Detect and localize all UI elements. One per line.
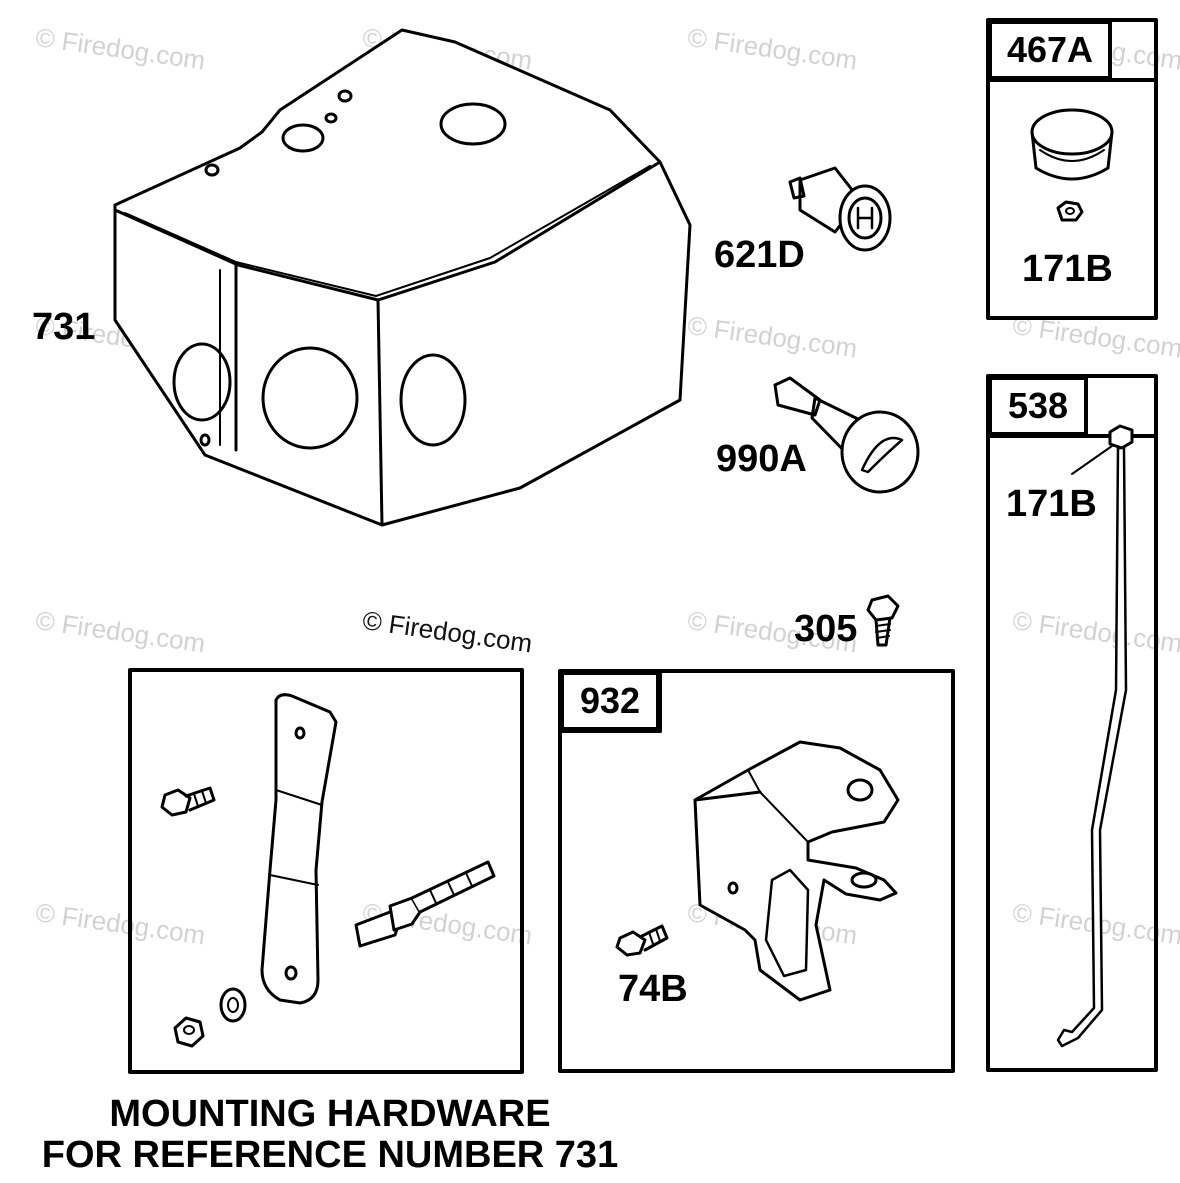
plug-621d-drawing — [788, 166, 892, 252]
cover-731-drawing — [113, 28, 692, 527]
caption-line-2: FOR REFERENCE NUMBER 731 — [41, 1134, 619, 1176]
reference-tag-932: 932 — [560, 671, 660, 731]
reference-tag-467a: 467A — [988, 20, 1112, 80]
reference-tag-538: 538 — [988, 376, 1088, 436]
caption-line-1: MOUNTING HARDWARE — [109, 1093, 551, 1135]
part-label-74b: 74B — [618, 968, 688, 1010]
part-label-990a: 990A — [716, 438, 807, 480]
box-932-frame — [558, 669, 955, 1073]
box-538-frame — [986, 374, 1158, 1072]
part-label-171b-rod: 171B — [1006, 483, 1097, 525]
part-label-171b-box: 171B — [1022, 248, 1113, 290]
key-990a-drawing — [773, 376, 920, 494]
part-label-305: 305 — [794, 608, 858, 650]
part-label-731: 731 — [32, 306, 96, 348]
mounting-hardware-frame — [128, 668, 524, 1074]
part-label-621d: 621D — [714, 234, 805, 276]
bolt-305-drawing — [866, 594, 900, 647]
